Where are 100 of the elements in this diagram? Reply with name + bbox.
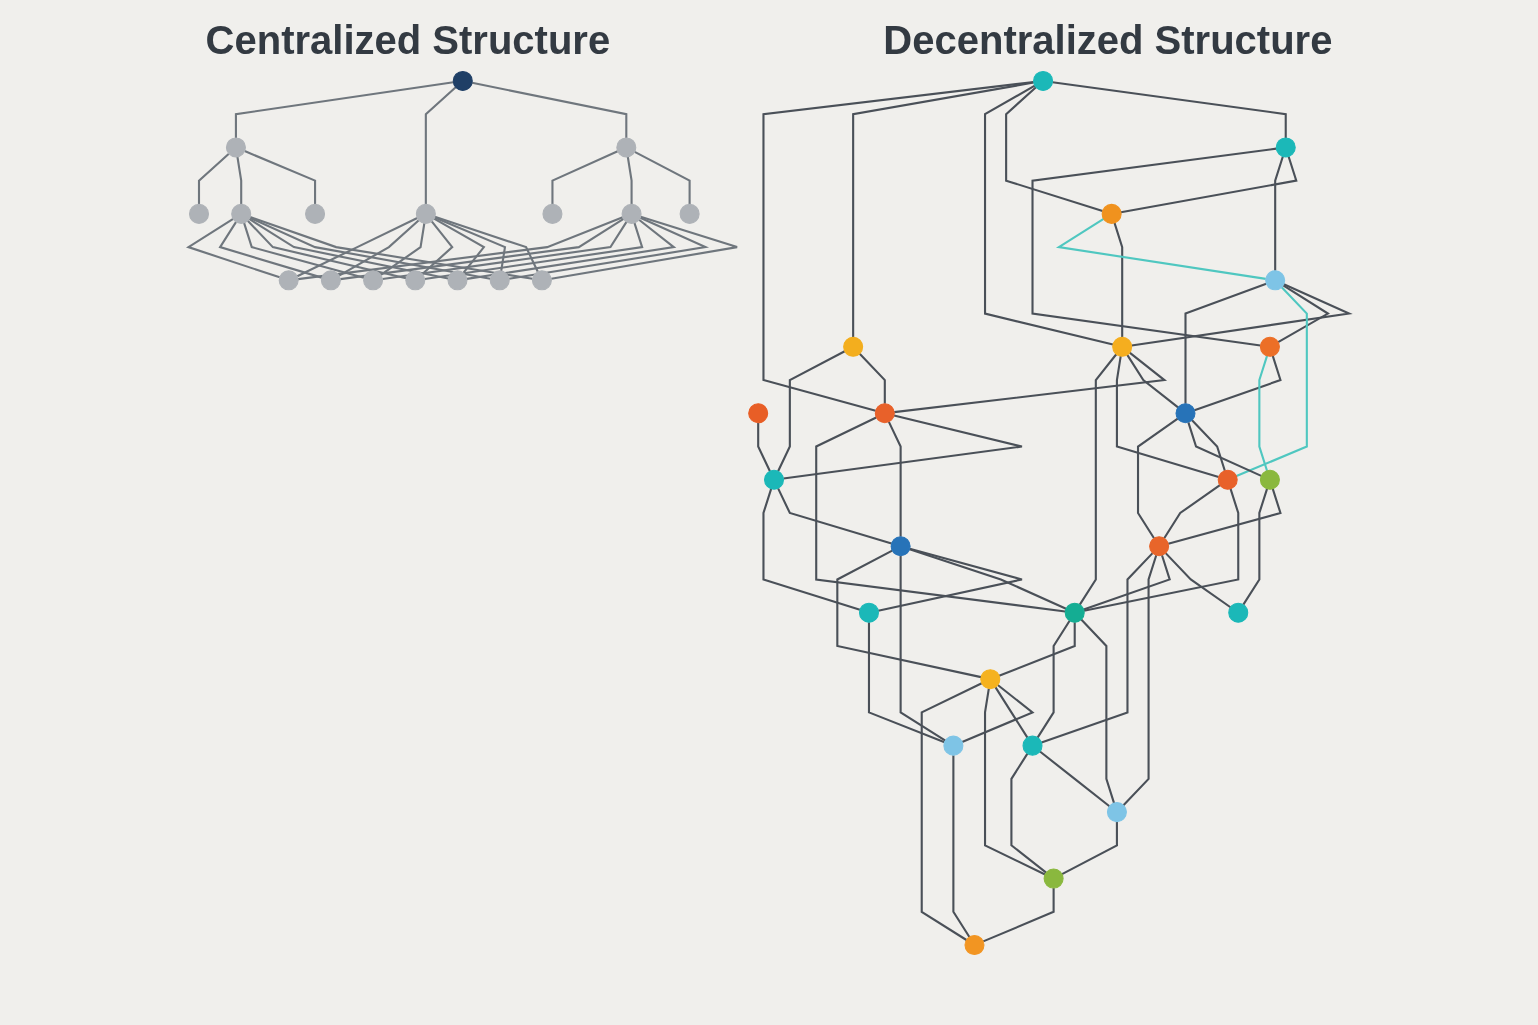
connector bbox=[466, 218, 677, 280]
connector bbox=[894, 351, 1168, 414]
connector bbox=[1061, 821, 1119, 876]
node-circle bbox=[843, 336, 864, 357]
node-circle bbox=[1107, 802, 1128, 823]
node-circle bbox=[1064, 602, 1085, 623]
node-circle bbox=[621, 203, 642, 224]
connector bbox=[340, 218, 625, 281]
connector bbox=[1041, 552, 1154, 744]
connector bbox=[777, 350, 846, 472]
connector bbox=[815, 416, 1066, 613]
connector bbox=[984, 688, 1046, 876]
connector bbox=[952, 755, 971, 938]
connector bbox=[634, 150, 691, 205]
section-heading: Decentralized Structure bbox=[883, 18, 1333, 63]
connector bbox=[1116, 356, 1220, 479]
node-circle bbox=[1217, 469, 1238, 490]
node-circle bbox=[489, 270, 510, 291]
connector bbox=[1187, 422, 1262, 477]
node-circle bbox=[1033, 70, 1054, 91]
connector bbox=[218, 221, 323, 279]
connector bbox=[1080, 618, 1116, 804]
connector bbox=[1010, 753, 1048, 874]
connector bbox=[909, 548, 1067, 610]
node-circle bbox=[764, 469, 785, 490]
connector bbox=[1258, 355, 1269, 472]
node-circle bbox=[532, 270, 553, 291]
node-circle bbox=[980, 669, 1001, 690]
connector bbox=[1031, 147, 1277, 347]
node-circle bbox=[453, 70, 474, 91]
connector bbox=[1039, 750, 1111, 808]
node-circle bbox=[363, 270, 384, 291]
connector bbox=[424, 222, 644, 280]
node-circle bbox=[616, 137, 637, 158]
connector bbox=[297, 217, 418, 278]
connector bbox=[1274, 156, 1285, 271]
node-circle bbox=[943, 735, 964, 756]
node-circle bbox=[1275, 137, 1296, 158]
connector bbox=[1191, 419, 1227, 472]
connector bbox=[235, 81, 454, 138]
connector bbox=[1121, 156, 1298, 214]
connector bbox=[1122, 554, 1158, 806]
node-circle bbox=[1043, 868, 1064, 889]
node-circle bbox=[890, 536, 911, 557]
connector bbox=[1126, 354, 1179, 409]
node-circle bbox=[1260, 469, 1281, 490]
connector bbox=[757, 422, 772, 472]
connector bbox=[1052, 81, 1288, 138]
connector bbox=[1236, 286, 1309, 478]
node-circle bbox=[859, 602, 880, 623]
node-circle bbox=[321, 270, 342, 291]
connector bbox=[244, 150, 317, 205]
node-circle bbox=[305, 203, 326, 224]
connector bbox=[920, 682, 983, 941]
connector bbox=[888, 421, 902, 537]
connector bbox=[1056, 218, 1267, 280]
node-circle bbox=[416, 203, 437, 224]
connector bbox=[551, 150, 619, 205]
connector bbox=[1079, 353, 1118, 606]
connector bbox=[509, 216, 710, 280]
connector bbox=[1242, 488, 1269, 606]
connector bbox=[1137, 417, 1179, 539]
connector bbox=[868, 622, 946, 744]
connector bbox=[1113, 222, 1124, 338]
connector bbox=[836, 549, 982, 679]
connector bbox=[984, 84, 1114, 346]
connector bbox=[1184, 282, 1267, 404]
node-circle bbox=[405, 270, 426, 291]
connector bbox=[783, 414, 1024, 480]
node-circle bbox=[748, 403, 769, 424]
node-circle bbox=[1265, 270, 1286, 291]
connector bbox=[472, 81, 628, 138]
connector bbox=[243, 222, 365, 279]
connector bbox=[380, 223, 426, 276]
connector bbox=[434, 216, 507, 272]
connector bbox=[434, 215, 540, 273]
connector bbox=[248, 218, 449, 280]
connector bbox=[382, 221, 628, 281]
node-circle bbox=[1175, 403, 1196, 424]
node-circle bbox=[679, 203, 700, 224]
connector bbox=[983, 888, 1055, 943]
connector bbox=[1168, 488, 1283, 545]
connector bbox=[236, 156, 243, 205]
node-circle bbox=[447, 270, 468, 291]
node-circle bbox=[226, 137, 247, 158]
connector bbox=[899, 555, 947, 742]
connector bbox=[298, 216, 624, 281]
node-circle bbox=[1228, 602, 1249, 623]
connector bbox=[250, 216, 533, 280]
connector bbox=[762, 81, 1034, 412]
connector bbox=[627, 156, 633, 205]
connector bbox=[878, 547, 1024, 612]
connector bbox=[994, 686, 1029, 739]
connector bbox=[249, 216, 491, 280]
connector bbox=[962, 684, 1035, 743]
connector bbox=[1036, 620, 1071, 739]
connector bbox=[1163, 484, 1221, 539]
connector bbox=[186, 218, 281, 279]
connector bbox=[1005, 86, 1104, 213]
node-circle bbox=[1022, 735, 1043, 756]
